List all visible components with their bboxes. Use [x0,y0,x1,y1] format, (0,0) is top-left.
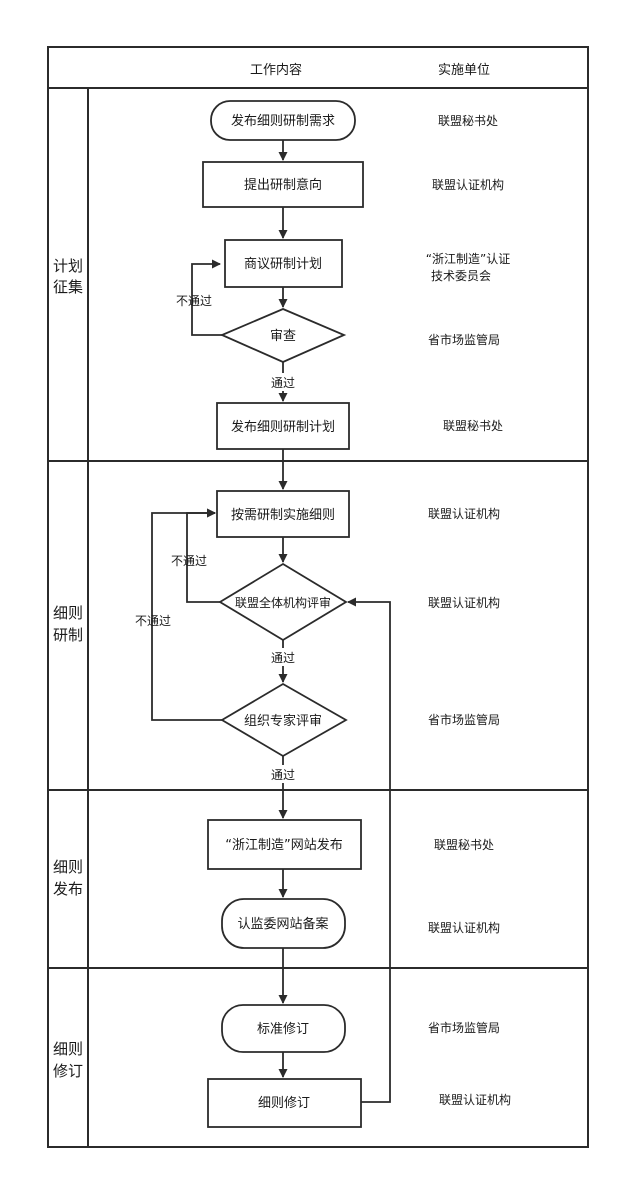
phase-label-develop: 细则 研制 [53,604,83,644]
node-std-revision: 标准修订 [221,1004,346,1053]
node-rule-revision: 细则修订 [207,1078,362,1128]
terminal-shape [221,898,346,949]
node-label: 审查 [270,329,296,344]
node-label: 发布细则研制计划 [231,419,335,435]
process-shape [216,402,350,450]
unit-label: 联盟认证机构 [439,1092,511,1107]
edge-review-fail [191,259,222,336]
phase-label-plan: 计划 征集 [53,257,83,296]
node-discuss-plan: 商议研制计划 [224,239,343,288]
terminal-shape [210,100,356,141]
unit-label: “浙江制造”认证 [426,252,510,266]
node-label: 组织专家评审 [244,713,322,729]
terminal-shape [221,1004,346,1053]
decision-shape [220,682,348,758]
node-label: 商议研制计划 [244,257,322,272]
unit-label: 联盟秘书处 [443,419,503,433]
phase-label-line2: 修订 [53,1062,83,1080]
phase-label-line1: 细则 [53,604,83,622]
node-label: 发布细则研制需求 [231,113,335,129]
unit-label: 联盟认证机构 [432,177,504,192]
node-publish-plan: 发布细则研制计划 [216,402,350,450]
unit-label: 联盟秘书处 [434,838,494,852]
unit-label: 技术委员会 [431,269,491,283]
node-website-publish: “浙江制造”网站发布 [207,819,362,870]
phase-label-line2: 研制 [53,626,83,644]
unit-column: 联盟秘书处 联盟认证机构 “浙江制造”认证 技术委员会 省市场监管局 联盟秘书处… [426,114,511,1107]
node-alliance-review: 联盟全体机构评审 [218,562,348,642]
edge-label-pass: 通过 [271,376,295,390]
node-implement: 按需研制实施细则 [216,490,350,538]
unit-label: 省市场监管局 [428,332,500,347]
header-unit: 实施单位 [438,63,490,78]
phase-label-publish: 细则 发布 [53,858,83,898]
node-label: 标准修订 [257,1022,309,1037]
node-label: 细则修订 [258,1096,310,1111]
node-propose-intent: 提出研制意向 [202,161,364,208]
unit-label: 联盟秘书处 [438,114,498,128]
phase-label-line1: 细则 [53,858,83,876]
edge-label-fail: 不通过 [171,554,207,568]
phase-label-line2: 征集 [53,278,83,296]
edges [151,140,391,1103]
unit-label: 省市场监管局 [428,712,500,727]
edge-revision-loop [347,597,391,1103]
edge-label-pass: 通过 [271,651,295,665]
phase-label-line2: 发布 [53,880,83,898]
edge-expert-fail [151,508,222,721]
node-review: 审查 [219,308,347,363]
decision-shape [218,562,348,642]
table-grid [47,46,589,1148]
decision-shape [219,308,347,363]
process-shape [216,490,350,538]
node-label: 按需研制实施细则 [231,508,335,523]
node-label: “浙江制造”网站发布 [225,837,342,853]
node-filing: 认监委网站备案 [221,898,346,949]
node-label: 认监委网站备案 [237,916,328,932]
phase-label-revise: 细则 修订 [53,1040,83,1080]
edge-label-fail: 不通过 [176,294,212,308]
node-publish-need: 发布细则研制需求 [210,100,356,141]
node-label: 联盟全体机构评审 [235,595,331,610]
unit-label: 联盟认证机构 [428,920,500,935]
outer-border [47,46,589,1148]
process-shape [202,161,364,208]
node-label: 提出研制意向 [244,177,322,193]
process-shape [224,239,343,288]
unit-label: 省市场监管局 [428,1020,500,1035]
process-shape [207,819,362,870]
phase-label-line1: 计划 [53,257,83,275]
edge-label-pass: 通过 [271,768,295,782]
unit-label: 联盟认证机构 [428,506,500,521]
node-expert-review: 组织专家评审 [220,682,348,758]
process-shape [207,1078,362,1128]
phase-label-line1: 细则 [53,1040,83,1058]
unit-label: 联盟认证机构 [428,595,500,610]
edge-label-fail: 不通过 [135,614,171,628]
header-work-content: 工作内容 [250,62,302,78]
